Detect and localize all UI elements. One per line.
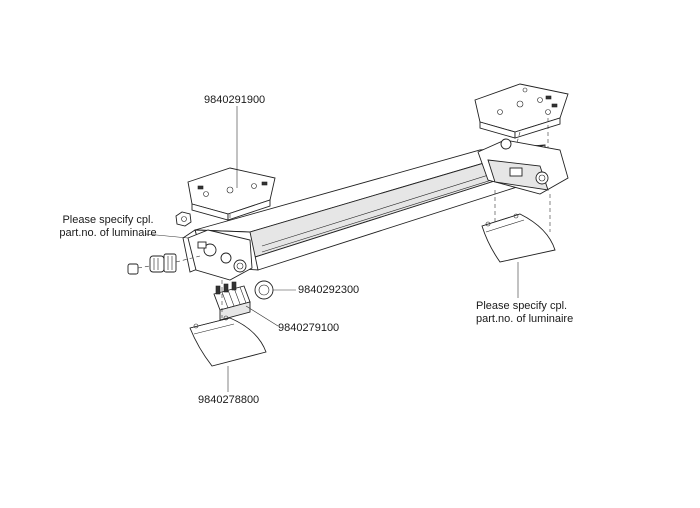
label-gland-plug: 9840292300 [298,284,360,296]
end-cover-right [481,213,556,263]
terminal-block [213,281,251,321]
cable-gland-left [127,253,177,275]
gland-nut-top [175,211,192,227]
label-terminal-block: 9840279100 [278,322,340,334]
mounting-bracket-left [187,167,276,221]
note-right-line2: part.no. of luminaire [476,313,574,325]
gland-plug [254,280,274,300]
note-left-line1: Please specify cpl. [62,214,154,226]
housing-end-right [477,138,569,195]
end-cover-left [189,315,267,367]
note-right: Please specify cpl. part.no. of luminair… [476,300,586,326]
housing-end-left [187,229,253,281]
note-left: Please specify cpl. part.no. of luminair… [54,214,162,240]
note-left-line2: part.no. of luminaire [59,227,157,239]
mounting-bracket-right [474,83,569,139]
note-right-line1: Please specify cpl. [476,300,568,312]
label-end-cover-left: 9840278800 [198,394,260,406]
label-bracket-left: 9840291900 [204,94,266,106]
